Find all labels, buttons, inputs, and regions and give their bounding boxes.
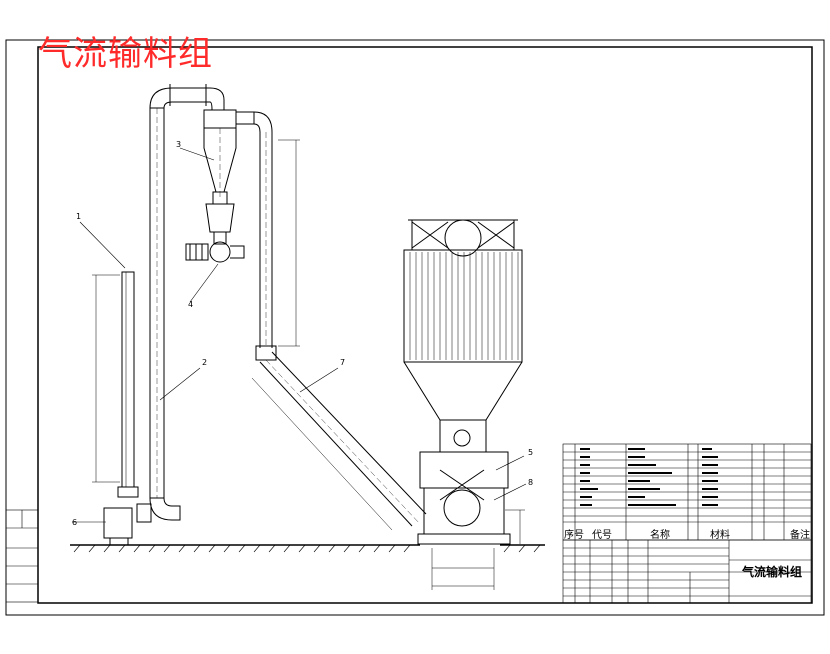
- parts-header-remark: 备注: [790, 530, 810, 541]
- callout-6: 6: [72, 518, 78, 527]
- return-pipe: [253, 111, 427, 527]
- feed-column: [92, 271, 139, 546]
- callout-3: 3: [176, 140, 182, 149]
- title-block-name: 气流输料组: [742, 565, 803, 579]
- incline-dimension: [251, 377, 393, 531]
- parts-header-material: 材料: [710, 530, 730, 541]
- callout-2: 2: [202, 358, 208, 367]
- callout-7: 7: [340, 358, 346, 367]
- callout-8: 8: [528, 478, 534, 487]
- conveying-pipe-vertical: [136, 84, 225, 523]
- ground-line: [70, 544, 545, 553]
- callout-1: 1: [76, 212, 82, 221]
- callout-5: 5: [528, 448, 534, 457]
- parts-list: [562, 443, 812, 541]
- cyclone-separator: [185, 109, 255, 263]
- outer-border: [5, 39, 825, 616]
- parts-header-name: 名称: [650, 530, 670, 541]
- parts-header-seq: 序号: [564, 530, 584, 541]
- main-title-block: [562, 539, 812, 604]
- inner-border: [37, 46, 813, 604]
- left-title-block: [5, 509, 39, 603]
- parts-header-code: 代号: [592, 530, 612, 541]
- base-dimensions: [431, 509, 525, 590]
- leader-lines: [72, 147, 527, 523]
- storage-silo: [403, 219, 523, 545]
- callout-4: 4: [188, 300, 194, 309]
- stamp-title: 气流输料组: [38, 34, 213, 74]
